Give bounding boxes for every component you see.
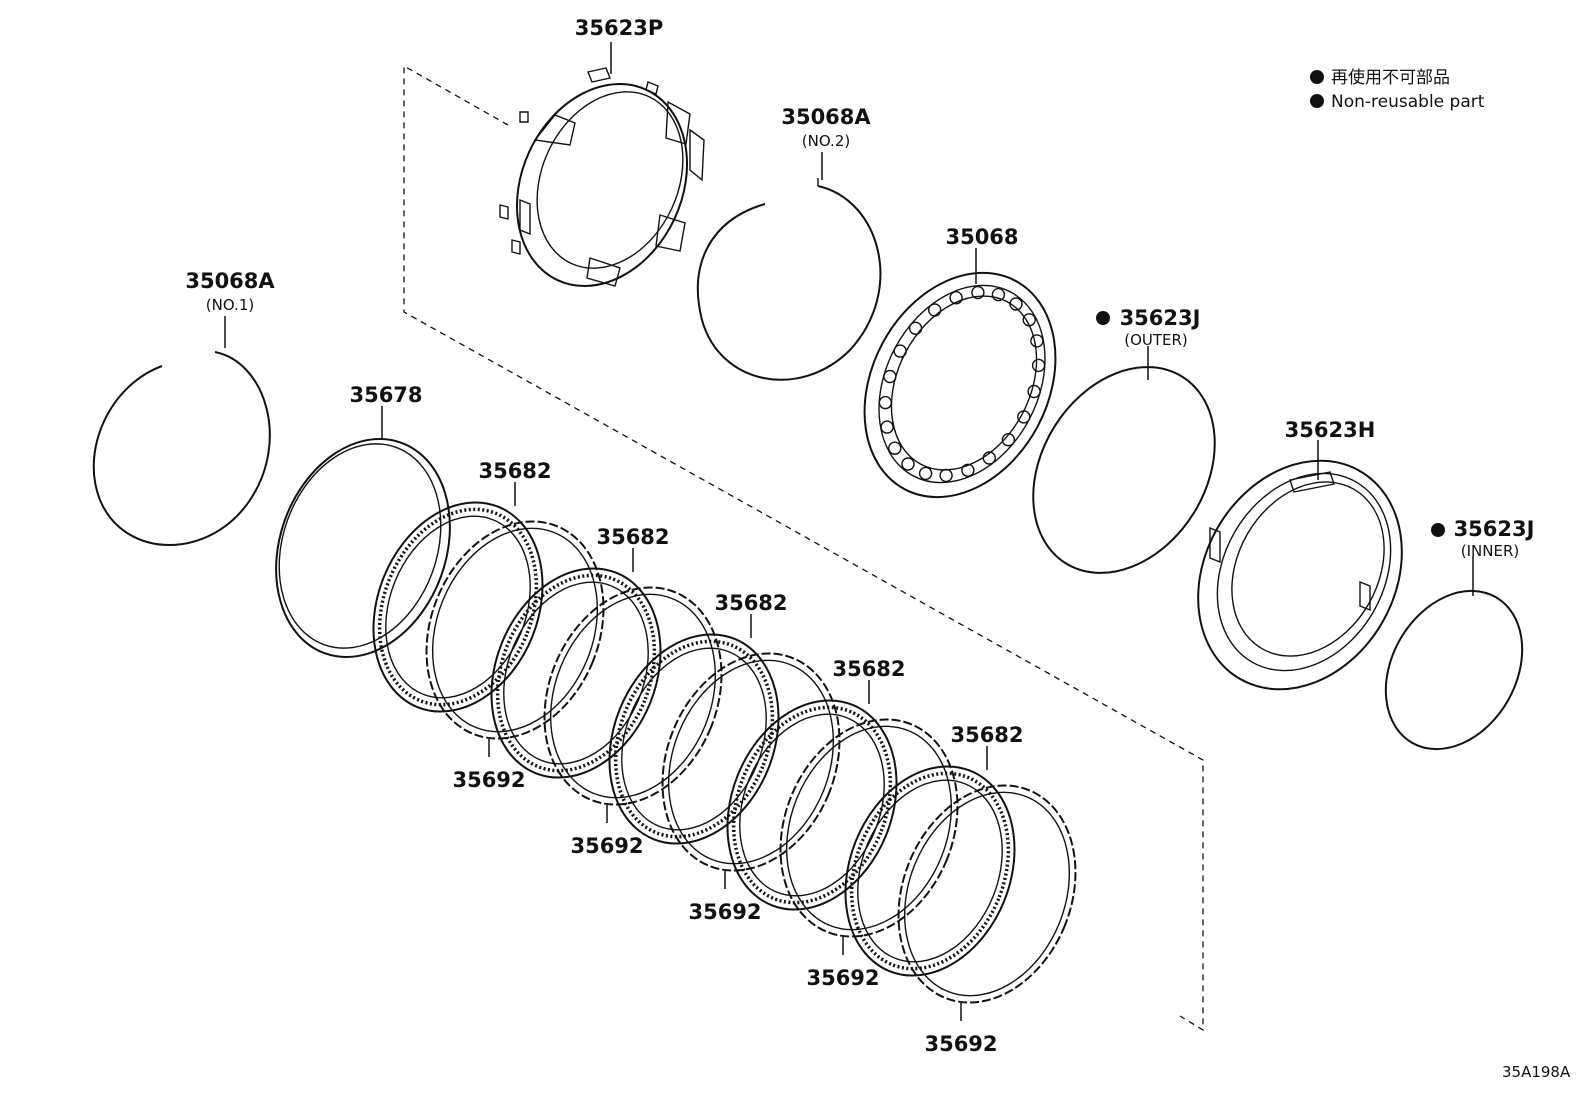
- bullet-icon: [1096, 311, 1110, 325]
- part-35623P-drum: [499, 67, 705, 287]
- spring-icon: [883, 369, 897, 384]
- label-35623J-inner: 35623J: [1454, 517, 1535, 541]
- assembly-boundary: [403, 64, 1204, 1032]
- label-35068: 35068: [945, 225, 1018, 249]
- spring-icon: [939, 468, 953, 483]
- friction-disc-35682: [608, 633, 780, 845]
- spring-icon: [1001, 433, 1016, 447]
- spring-icon: [880, 420, 894, 434]
- part-35068A-no1-snap-ring: [92, 351, 271, 546]
- spring-icon: [1022, 313, 1036, 327]
- part-35678-flange-plate: [275, 437, 451, 659]
- part-35623J-outer-o-ring: [1032, 366, 1216, 574]
- legend-en: Non-reusable part: [1331, 92, 1485, 112]
- spring-icon: [1027, 384, 1041, 399]
- spring-icon: [908, 321, 923, 335]
- spring-icon: [961, 463, 975, 477]
- steel-plate-35692: [543, 586, 723, 806]
- label-35692: 35692: [452, 768, 525, 792]
- spring-icon: [982, 451, 996, 465]
- spring-icon: [1031, 358, 1046, 373]
- part-35068A-no2-snap-ring: [697, 185, 882, 381]
- spring-icon: [901, 457, 915, 471]
- spring-icon: [893, 344, 907, 358]
- friction-disc-35682: [844, 765, 1016, 977]
- label-35678: 35678: [349, 383, 422, 407]
- label-35692: 35692: [806, 966, 879, 990]
- label-35682: 35682: [832, 657, 905, 681]
- label-35692: 35692: [924, 1032, 997, 1056]
- label-inner: (INNER): [1461, 542, 1519, 560]
- bullet-icon: [1431, 523, 1445, 537]
- part-35623J-inner-o-ring: [1384, 589, 1524, 751]
- bullet-icon: [1310, 70, 1324, 84]
- steel-plate-35692: [425, 520, 605, 740]
- label-35682: 35682: [596, 525, 669, 549]
- spring-icon: [971, 285, 985, 300]
- label-outer: (OUTER): [1124, 331, 1188, 349]
- spring-icon: [1017, 410, 1031, 424]
- steel-plate-35692: [779, 718, 959, 938]
- clutch-disc-stack: [372, 501, 1077, 1004]
- spring-icon: [918, 466, 933, 481]
- spring-icon: [878, 395, 893, 410]
- spring-icon: [949, 291, 963, 305]
- spring-icon: [928, 303, 942, 317]
- label-35623H: 35623H: [1285, 418, 1376, 442]
- label-35068A-no1: 35068A: [185, 269, 275, 293]
- label-35623P: 35623P: [575, 16, 663, 40]
- label-35692: 35692: [688, 900, 761, 924]
- spring-icon: [1030, 334, 1044, 348]
- steel-plate-35692: [897, 784, 1077, 1004]
- friction-disc-35682: [372, 501, 544, 713]
- label-no1: (NO.1): [206, 296, 254, 314]
- label-no2: (NO.2): [802, 132, 850, 150]
- label-35682: 35682: [478, 459, 551, 483]
- label-35623J-outer: 35623J: [1120, 306, 1201, 330]
- part-35068-spring-retainer: [863, 271, 1057, 499]
- spring-icon: [888, 441, 902, 455]
- friction-disc-35682: [490, 567, 662, 779]
- legend-jp: 再使用不可部品: [1331, 67, 1450, 88]
- label-35682: 35682: [714, 591, 787, 615]
- bullet-icon: [1310, 94, 1324, 108]
- friction-disc-35682: [726, 699, 898, 911]
- label-35692: 35692: [570, 834, 643, 858]
- diagram-code: 35A198A: [1502, 1063, 1571, 1081]
- spring-icon: [991, 287, 1006, 302]
- label-35068A-no2: 35068A: [781, 105, 871, 129]
- spring-icon: [1009, 297, 1023, 311]
- steel-plate-35692: [661, 652, 841, 872]
- label-35682: 35682: [950, 723, 1023, 747]
- part-35623H-piston: [1197, 459, 1403, 691]
